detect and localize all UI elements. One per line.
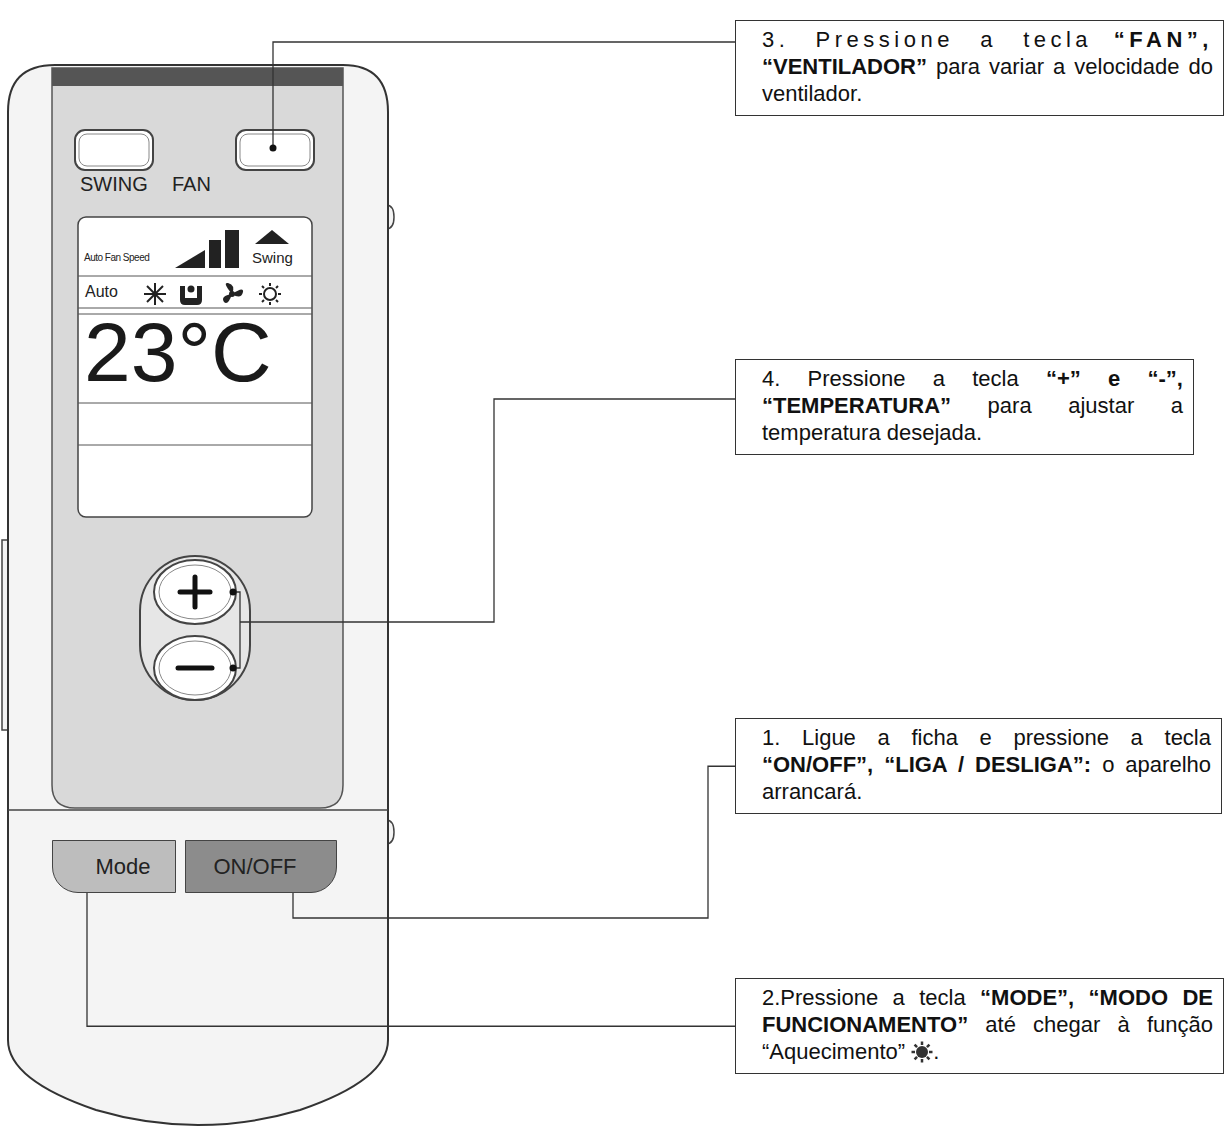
- button-label: ON/OFF: [213, 854, 296, 880]
- temperature-readout: 23°C: [84, 310, 272, 394]
- callout-text: “TEMPERATURA”: [762, 393, 951, 418]
- heat-icon: [911, 1041, 933, 1063]
- display-label: Auto: [85, 284, 118, 300]
- display-label: Auto Fan Speed: [84, 253, 149, 263]
- callout-text: 3. Pressione a tecla: [762, 27, 1092, 52]
- remote-button: ON/OFF: [185, 840, 337, 893]
- leader-line: [87, 893, 735, 1026]
- callout-text: “FAN”,: [1114, 27, 1213, 52]
- button-caption: SWING: [80, 174, 148, 194]
- callout-text: “+” e “-”,: [1046, 366, 1183, 391]
- display-label: Swing: [252, 250, 293, 265]
- callout-box: 2.Pressione a tecla “MODE”, “MODO DE FUN…: [735, 978, 1224, 1074]
- leader-line: [293, 766, 735, 918]
- button-caption: FAN: [172, 174, 211, 194]
- callout-text: “ON/OFF”, “LIGA / DESLIGA”:: [762, 752, 1091, 777]
- callout-text: “VENTILADOR”: [762, 54, 927, 79]
- callout-text: 2.Pressione a tecla: [762, 985, 966, 1010]
- callout-text: 1. Ligue a ficha e pressione a tecla: [762, 725, 1211, 750]
- callout-box: 3. Pressione a tecla “FAN”, “VENTILADOR”…: [735, 20, 1224, 116]
- callout-text: 4. Pressione a tecla: [762, 366, 1019, 391]
- button-label: Mode: [95, 854, 150, 880]
- callout-text: .: [933, 1039, 939, 1064]
- callout-box: 4. Pressione a tecla “+” e “-”, “TEMPERA…: [735, 359, 1194, 455]
- remote-button: Mode: [52, 840, 176, 893]
- callout-box: 1. Ligue a ficha e pressione a tecla “ON…: [735, 718, 1222, 814]
